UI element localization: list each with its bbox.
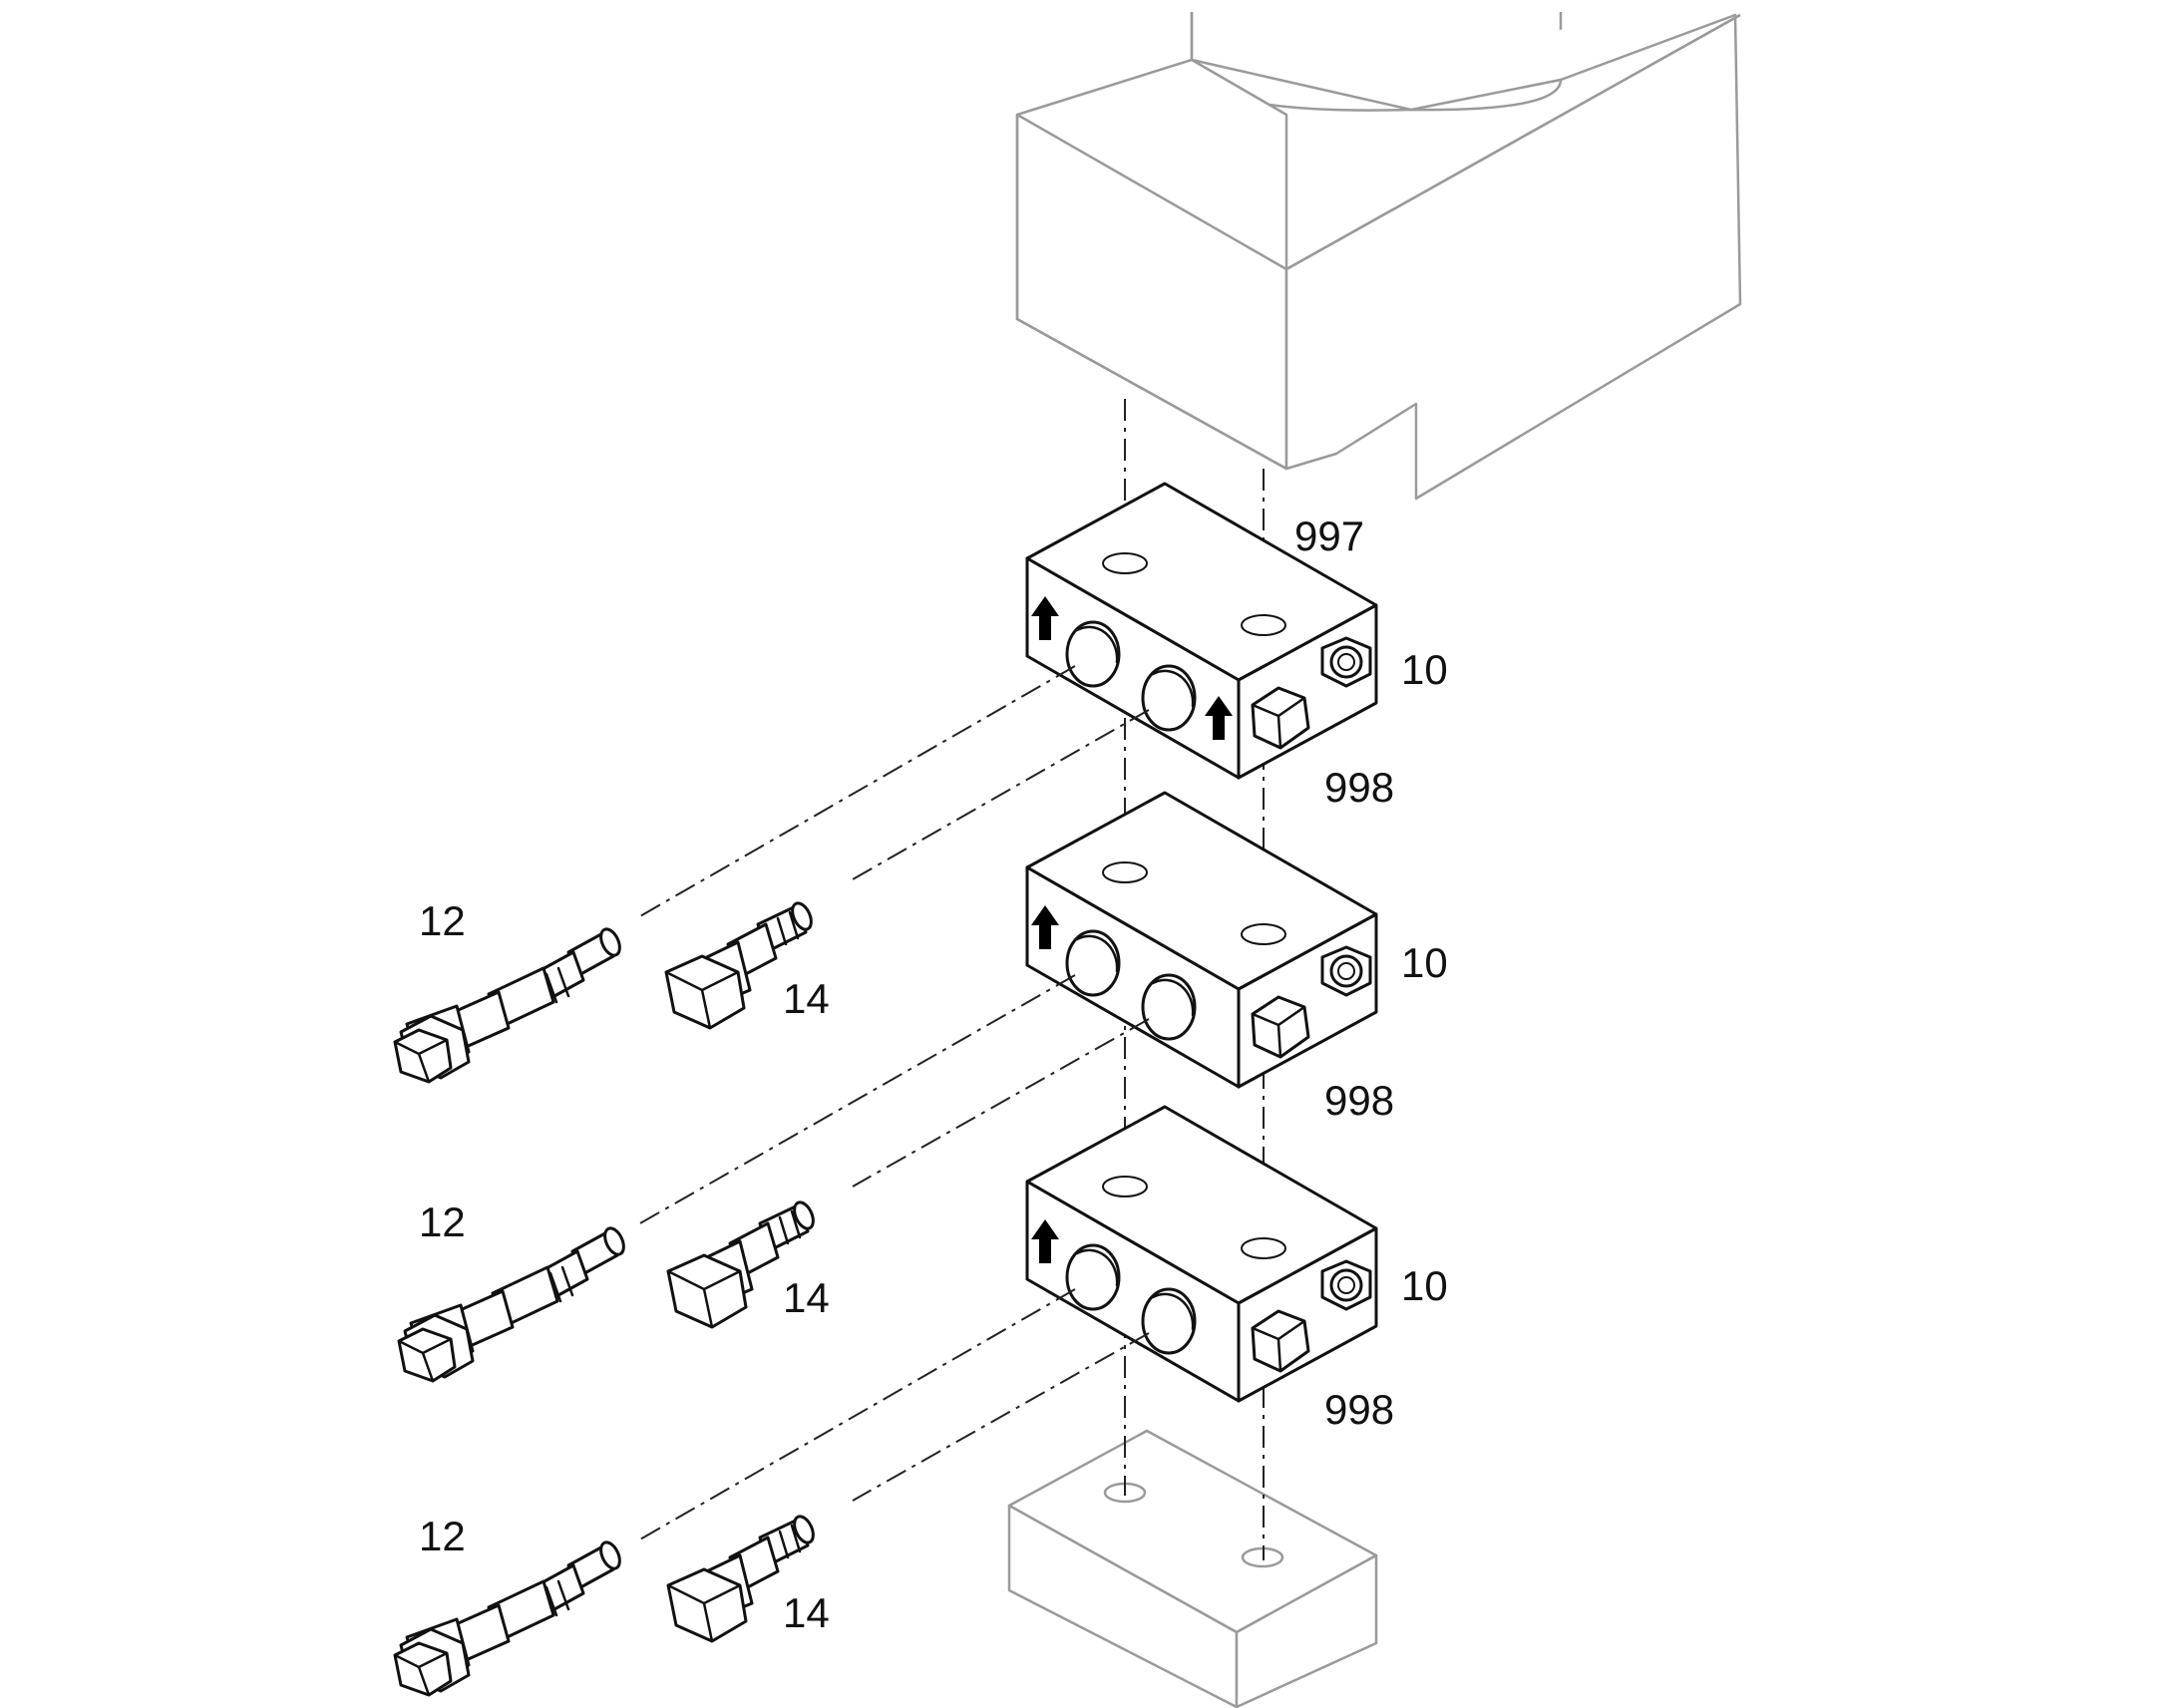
callout-12-top: 12	[419, 897, 466, 944]
cartridge-valve-12-bottom	[393, 1537, 625, 1697]
cartridge-valve-12-middle	[397, 1223, 629, 1383]
callout-997: 997	[1294, 512, 1364, 559]
lower-base-block-outline	[1007, 1429, 1378, 1708]
cartridge-valve-12-top	[393, 924, 625, 1084]
port-center-lines	[637, 665, 1150, 1541]
callout-14-bottom: 14	[783, 1589, 830, 1636]
callout-10-top: 10	[1401, 646, 1448, 693]
callout-12-middle: 12	[419, 1198, 466, 1245]
callout-14-top: 14	[783, 975, 830, 1022]
callout-998-bottom: 998	[1324, 1386, 1394, 1433]
callout-998-top: 998	[1324, 764, 1394, 811]
callout-labels: 997 10 998 10 998 10 998 12 14 12 14 12 …	[419, 512, 1448, 1636]
valve-block-middle	[1025, 791, 1378, 1089]
callout-14-middle: 14	[783, 1274, 830, 1321]
upper-housing-outline	[1015, 12, 1742, 501]
callout-998-middle: 998	[1324, 1077, 1394, 1124]
callout-10-bottom: 10	[1401, 1262, 1448, 1309]
valve-block-bottom	[1025, 1105, 1378, 1403]
callout-12-bottom: 12	[419, 1513, 466, 1559]
callout-10-middle: 10	[1401, 939, 1448, 986]
